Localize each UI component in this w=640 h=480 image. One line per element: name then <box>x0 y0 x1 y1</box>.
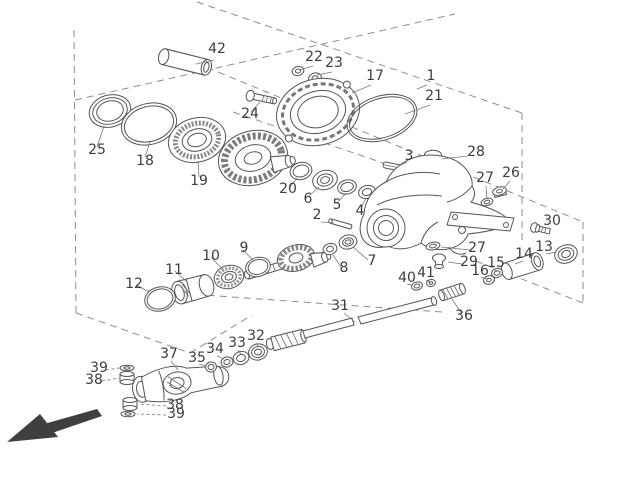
part-label-14: 14 <box>515 246 533 262</box>
part-label-23: 23 <box>325 55 343 71</box>
part-label-27-lower: 27 <box>468 240 486 256</box>
part-22-nut <box>291 65 305 77</box>
part-label-26: 26 <box>502 165 520 181</box>
part-12-oring <box>144 286 176 312</box>
part-label-42: 42 <box>208 41 226 57</box>
part-label-1: 1 <box>427 68 436 84</box>
part-label-9: 9 <box>240 240 249 256</box>
part-34-ring <box>220 356 234 368</box>
part-31-drive-shaft <box>265 296 438 352</box>
part-label-39-top: 39 <box>90 360 108 376</box>
part-27-washer-lower <box>425 241 441 251</box>
part-label-6: 6 <box>304 191 313 207</box>
part-19-bearing <box>167 116 227 164</box>
part-13-washer <box>554 244 578 264</box>
part-label-8: 8 <box>340 260 349 276</box>
part-label-34: 34 <box>206 341 224 357</box>
part-label-7: 7 <box>368 253 377 269</box>
part-8-nut <box>322 242 338 256</box>
part-label-10: 10 <box>202 248 220 264</box>
part-label-20: 20 <box>279 181 297 197</box>
part-label-22: 22 <box>305 49 323 65</box>
part-label-21: 21 <box>425 88 443 104</box>
part-9-ring <box>245 256 271 278</box>
part-label-38-bottom: 38 <box>166 397 184 413</box>
part-label-17: 17 <box>366 68 384 84</box>
part-label-32: 32 <box>247 328 265 344</box>
part-17-bearing-retainer <box>276 77 360 147</box>
part-36-spline-joint <box>438 282 466 302</box>
part-5-shim <box>337 179 357 195</box>
part-label-19: 19 <box>190 173 208 189</box>
part-label-2: 2 <box>313 207 322 223</box>
part-ring-gear <box>217 129 296 187</box>
front-direction-arrow <box>7 409 102 442</box>
part-label-13: 13 <box>535 239 553 255</box>
part-32-bearing <box>248 343 268 361</box>
part-label-25: 25 <box>88 142 106 158</box>
part-39-washer-bottom <box>120 410 136 418</box>
part-10-bearing <box>213 264 245 290</box>
part-39-washer-top <box>119 364 135 372</box>
part-42-collar <box>157 48 213 76</box>
part-18-oring <box>120 102 178 146</box>
part-20-washer <box>289 161 313 181</box>
part-label-36: 36 <box>455 308 473 324</box>
part-41-nut <box>426 278 436 288</box>
part-label-39-bottom: 39 <box>167 406 185 422</box>
part-label-3: 3 <box>405 148 414 164</box>
part-29-plug <box>432 253 446 269</box>
part-label-16: 16 <box>471 263 489 279</box>
part-label-5: 5 <box>333 197 342 213</box>
part-35-ring <box>205 361 217 373</box>
part-1-gear-case <box>359 154 515 255</box>
part-26-plug <box>492 186 508 199</box>
part-label-12: 12 <box>125 276 143 292</box>
part-25-seal <box>88 94 132 128</box>
part-label-24: 24 <box>241 106 259 122</box>
part-21-oring <box>346 93 418 143</box>
part-label-38-top: 38 <box>85 372 103 388</box>
part-label-18: 18 <box>136 153 154 169</box>
part-38-nut-top <box>119 371 135 385</box>
part-label-30: 30 <box>543 213 561 229</box>
part-6-washer <box>312 169 338 191</box>
part-15-ring <box>491 267 503 279</box>
part-30-bolt <box>530 222 551 235</box>
part-label-41: 41 <box>417 265 435 281</box>
part-40-washer <box>411 281 423 291</box>
part-labels: 42 22 23 17 1 21 24 25 18 19 20 6 5 4 3 … <box>85 41 561 422</box>
part-label-15: 15 <box>487 255 505 271</box>
part-16-nut <box>483 275 495 285</box>
part-2-pin <box>328 218 353 230</box>
part-label-35: 35 <box>188 350 206 366</box>
part-label-33: 33 <box>228 335 246 351</box>
part-24-bolt <box>245 89 278 105</box>
part-label-11: 11 <box>165 262 183 278</box>
part-label-31: 31 <box>331 298 349 314</box>
part-38-nut-bottom <box>122 397 138 411</box>
part-37-yoke <box>131 365 230 403</box>
part-33-ring <box>232 350 250 366</box>
part-label-40: 40 <box>398 270 416 286</box>
part-label-27-upper: 27 <box>476 170 494 186</box>
part-label-28: 28 <box>467 144 485 160</box>
leader-lines <box>96 59 557 416</box>
part-label-4: 4 <box>356 203 365 219</box>
part-label-37: 37 <box>160 346 178 362</box>
part-label-29: 29 <box>460 254 478 270</box>
part-7-washer <box>338 234 358 250</box>
part-27-washer-upper <box>480 197 494 207</box>
